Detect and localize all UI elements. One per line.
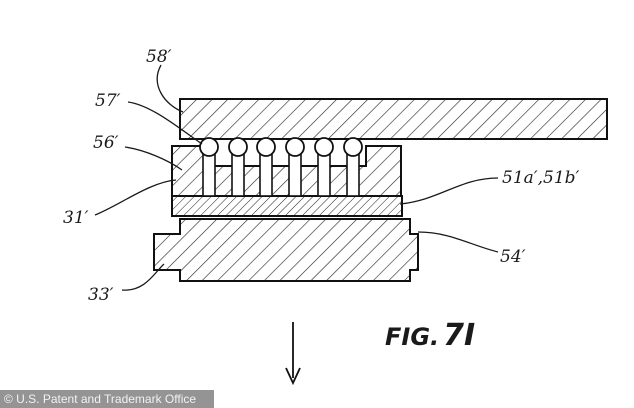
down-arrow-icon xyxy=(286,322,300,383)
solder-ball-2 xyxy=(229,138,247,156)
label-plate: 58′ xyxy=(146,47,172,67)
label-posts: 56′ xyxy=(93,133,119,153)
label-base: 33′ xyxy=(88,285,114,305)
figure-caption: FIG.7I xyxy=(385,318,475,353)
caption-prefix: FIG. xyxy=(385,323,439,351)
thin-layer xyxy=(172,196,402,216)
label-carrier: 54′ xyxy=(500,247,526,267)
leader-51 xyxy=(400,178,498,204)
leader-54 xyxy=(418,232,498,252)
leader-31 xyxy=(95,180,176,215)
base-block xyxy=(154,219,418,281)
caption-number: 7I xyxy=(443,318,475,353)
label-layer: 51a′,51b′ xyxy=(502,168,580,188)
label-body: 31′ xyxy=(63,208,89,228)
label-balls: 57′ xyxy=(95,91,121,111)
solder-ball-1 xyxy=(200,138,218,156)
solder-ball-6 xyxy=(344,138,362,156)
solder-ball-3 xyxy=(257,138,275,156)
watermark: © U.S. Patent and Trademark Office xyxy=(0,390,214,408)
solder-ball-4 xyxy=(286,138,304,156)
solder-ball-5 xyxy=(315,138,333,156)
top-plate xyxy=(180,99,607,139)
